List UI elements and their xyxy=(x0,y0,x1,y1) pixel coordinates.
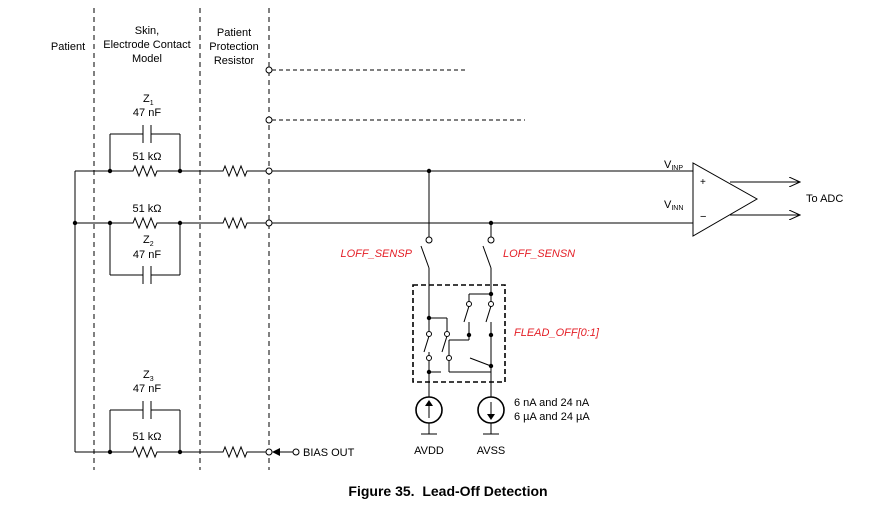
z3-res-value: 51 kΩ xyxy=(132,431,161,443)
patient-label: Patient xyxy=(51,41,85,53)
vinn-label: VINN xyxy=(664,199,683,212)
plus-sign: + xyxy=(700,177,706,188)
to-adc-label: To ADC xyxy=(806,193,843,205)
column-dividers xyxy=(93,8,270,470)
avss-label: AVSS xyxy=(477,445,506,457)
skin-model-label-2: Electrode Contact xyxy=(103,39,190,51)
loff-sensp-label: LOFF_SENSP xyxy=(340,248,412,260)
current-values-line1: 6 nA and 24 nA xyxy=(514,397,590,409)
bias-out: BIAS OUT xyxy=(272,447,355,459)
protection-label-3: Resistor xyxy=(214,55,255,67)
protection-resistors xyxy=(180,164,273,459)
current-source-avdd: AVDD xyxy=(414,396,444,457)
vinp-label: VINP xyxy=(664,159,683,172)
z1-res-value: 51 kΩ xyxy=(132,151,161,163)
loff-sensp-switch: LOFF_SENSP xyxy=(340,171,433,318)
z2-electrode-model: 51 kΩ Z2 47 nF xyxy=(107,203,183,284)
flead-off-switch-matrix: FLEAD_OFF[0:1] xyxy=(412,284,600,397)
protection-label-2: Protection xyxy=(209,41,259,53)
differential-amplifier: + − VINP VINN To ADC xyxy=(664,159,843,237)
current-values-line2: 6 µA and 24 µA xyxy=(514,411,590,423)
z1-cap-value: 47 nF xyxy=(133,107,161,119)
loff-sensn-label: LOFF_SENSN xyxy=(503,248,575,260)
z1-electrode-model: Z1 47 nF 51 kΩ xyxy=(107,93,183,178)
skin-model-label-3: Model xyxy=(132,53,162,65)
z2-cap-value: 47 nF xyxy=(133,249,161,261)
loff-sensn-switch: LOFF_SENSN xyxy=(482,223,575,294)
additional-channels xyxy=(265,66,525,124)
z1-label: Z1 xyxy=(143,93,154,107)
z3-electrode-model: Z3 47 nF 51 kΩ xyxy=(107,369,183,459)
minus-sign: − xyxy=(700,211,706,223)
patient-body-bus xyxy=(72,170,110,453)
bias-out-label: BIAS OUT xyxy=(303,447,355,459)
z2-label: Z2 xyxy=(143,234,154,248)
protection-label-1: Patient xyxy=(217,27,251,39)
avdd-label: AVDD xyxy=(414,445,444,457)
flead-off-label: FLEAD_OFF[0:1] xyxy=(514,327,600,339)
z3-label: Z3 xyxy=(143,369,154,383)
input-lines xyxy=(272,168,693,226)
z2-res-value: 51 kΩ xyxy=(132,203,161,215)
skin-model-label-1: Skin, xyxy=(135,25,159,37)
figure-caption: Figure 35. Lead-Off Detection xyxy=(348,483,547,499)
z3-cap-value: 47 nF xyxy=(133,383,161,395)
current-source-avss: AVSS xyxy=(477,396,506,457)
